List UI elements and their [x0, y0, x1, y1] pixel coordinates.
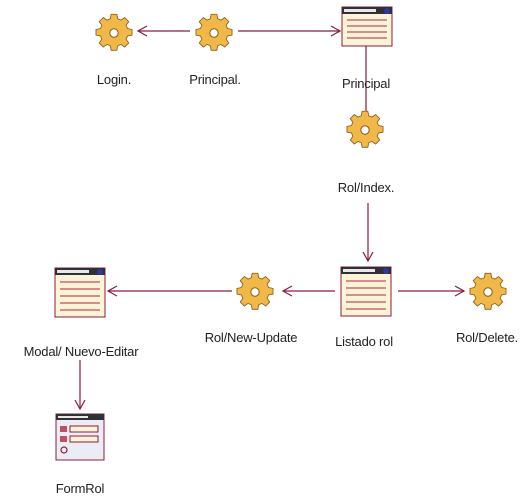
label-listado-rol: Listado rol [335, 334, 393, 349]
gear-icon [469, 272, 507, 310]
label-rol-index: Rol/Index. [337, 180, 395, 195]
edge-listado-rol-to-rol-delete [398, 285, 466, 297]
label-login: Login. [96, 72, 132, 87]
edge-rol-index-to-listado-rol [362, 203, 374, 263]
label-modal-nuevo-editar: Modal/ Nuevo-Editar [23, 344, 139, 359]
client-page-icon [341, 6, 393, 47]
form-icon [55, 413, 105, 461]
client-page-icon [54, 267, 106, 318]
label-rol-delete: Rol/Delete. [455, 330, 519, 345]
label-principal-page: Principal [341, 76, 391, 91]
label-form-rol: FormRol [55, 481, 105, 496]
label-principal-server: Principal. [189, 72, 241, 87]
edge-rol-new-update-to-modal [106, 285, 232, 297]
edge-listado-rol-to-rol-new-update [281, 285, 335, 297]
client-page-icon [340, 266, 392, 317]
edge-modal-to-formrol [74, 360, 86, 411]
edge-principal-to-login [136, 25, 190, 37]
gear-icon [195, 13, 233, 51]
label-rol-new-update: Rol/New-Update [204, 330, 298, 345]
edge-principal-to-principal-page [238, 25, 342, 37]
gear-icon [236, 272, 274, 310]
gear-icon [346, 110, 384, 148]
gear-icon [95, 13, 133, 51]
